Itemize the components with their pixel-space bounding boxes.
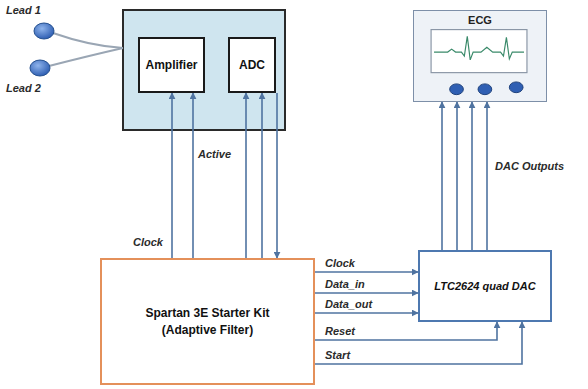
acquisition-panel	[123, 10, 285, 130]
adc-box: ADC	[228, 37, 276, 93]
lead-label: Lead 1	[6, 4, 41, 16]
signal-label: DAC Outputs	[495, 160, 564, 172]
signal-arrow	[315, 292, 418, 294]
electrode	[30, 60, 50, 76]
signal-arrow	[441, 102, 443, 250]
monitor-button	[450, 84, 464, 95]
node-text: ADC	[239, 58, 265, 72]
signal-label: Data_in	[325, 278, 365, 290]
signal-arrow	[315, 322, 497, 340]
monitor-screen	[431, 30, 527, 73]
monitor-button	[509, 82, 523, 93]
signal-arrow	[456, 102, 458, 250]
signal-arrow	[471, 102, 473, 250]
electrode	[34, 23, 54, 39]
signal-arrow	[486, 102, 488, 250]
amplifier-box: Amplifier	[138, 37, 205, 93]
node-text: ECG	[468, 14, 492, 26]
signal-arrow	[192, 93, 194, 258]
monitor-button	[478, 84, 492, 95]
signal-label: Start	[325, 349, 350, 361]
signal-label: Data_out	[325, 298, 372, 310]
lead-label: Lead 2	[6, 82, 41, 94]
signal-label: Active	[198, 148, 231, 160]
signal-arrow	[261, 93, 263, 258]
dac-box: LTC2624 quad DAC	[418, 250, 552, 322]
signal-arrow	[315, 271, 418, 273]
ecg-monitor: ECG	[413, 10, 547, 102]
signal-arrow	[315, 312, 418, 314]
signal-label: Clock	[325, 257, 355, 269]
signal-label: Reset	[325, 325, 355, 337]
signal-label: Clock	[133, 236, 163, 248]
lead-wire	[53, 33, 123, 48]
signal-arrow	[315, 322, 522, 364]
signal-arrow	[245, 93, 247, 258]
fpga-board: Spartan 3E Starter Kit (Adaptive Filter)	[100, 258, 315, 385]
signal-arrow	[276, 93, 278, 258]
signal-arrow	[171, 93, 173, 258]
lead-wire	[49, 48, 123, 66]
ecg-waveform	[434, 36, 524, 59]
node-text: Spartan 3E Starter Kit (Adaptive Filter)	[128, 305, 288, 337]
node-text: LTC2624 quad DAC	[434, 280, 535, 292]
node-text: Amplifier	[145, 58, 197, 72]
